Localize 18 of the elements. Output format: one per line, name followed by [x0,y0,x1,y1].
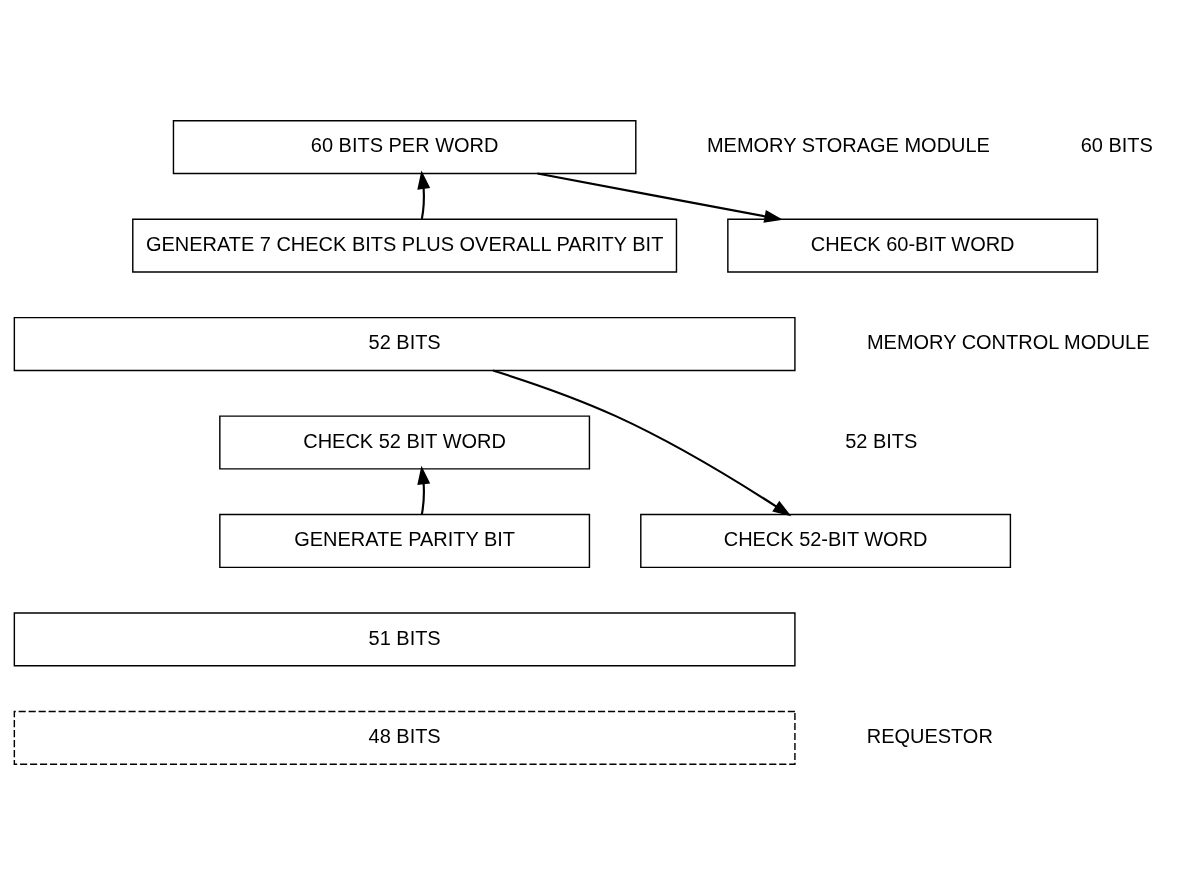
label: REQUESTOR [866,725,993,748]
label: MEMORY CONTROL MODULE [866,331,1150,354]
arrow [417,465,431,515]
arrow [417,170,431,220]
node-box: 48 BITS [13,710,796,765]
node-box: CHECK 60-BIT WORD [727,218,1099,273]
node-box: 51 BITS [13,612,796,667]
label: 60 BITS [1080,134,1153,157]
label: MEMORY STORAGE MODULE [706,134,990,157]
node-box: CHECK 52-BIT WORD [640,513,1012,569]
label: 52 BITS [845,429,918,452]
arrow [492,369,792,517]
arrow [537,172,783,223]
node-box: 52 BITS [13,316,796,372]
node-box: CHECK 52 BIT WORD [219,415,591,470]
node-box: 60 BITS PER WORD [172,120,637,175]
node-box: GENERATE PARITY BIT [219,513,591,569]
node-box: GENERATE 7 CHECK BITS PLUS OVERALL PARITY BIT [132,218,678,273]
